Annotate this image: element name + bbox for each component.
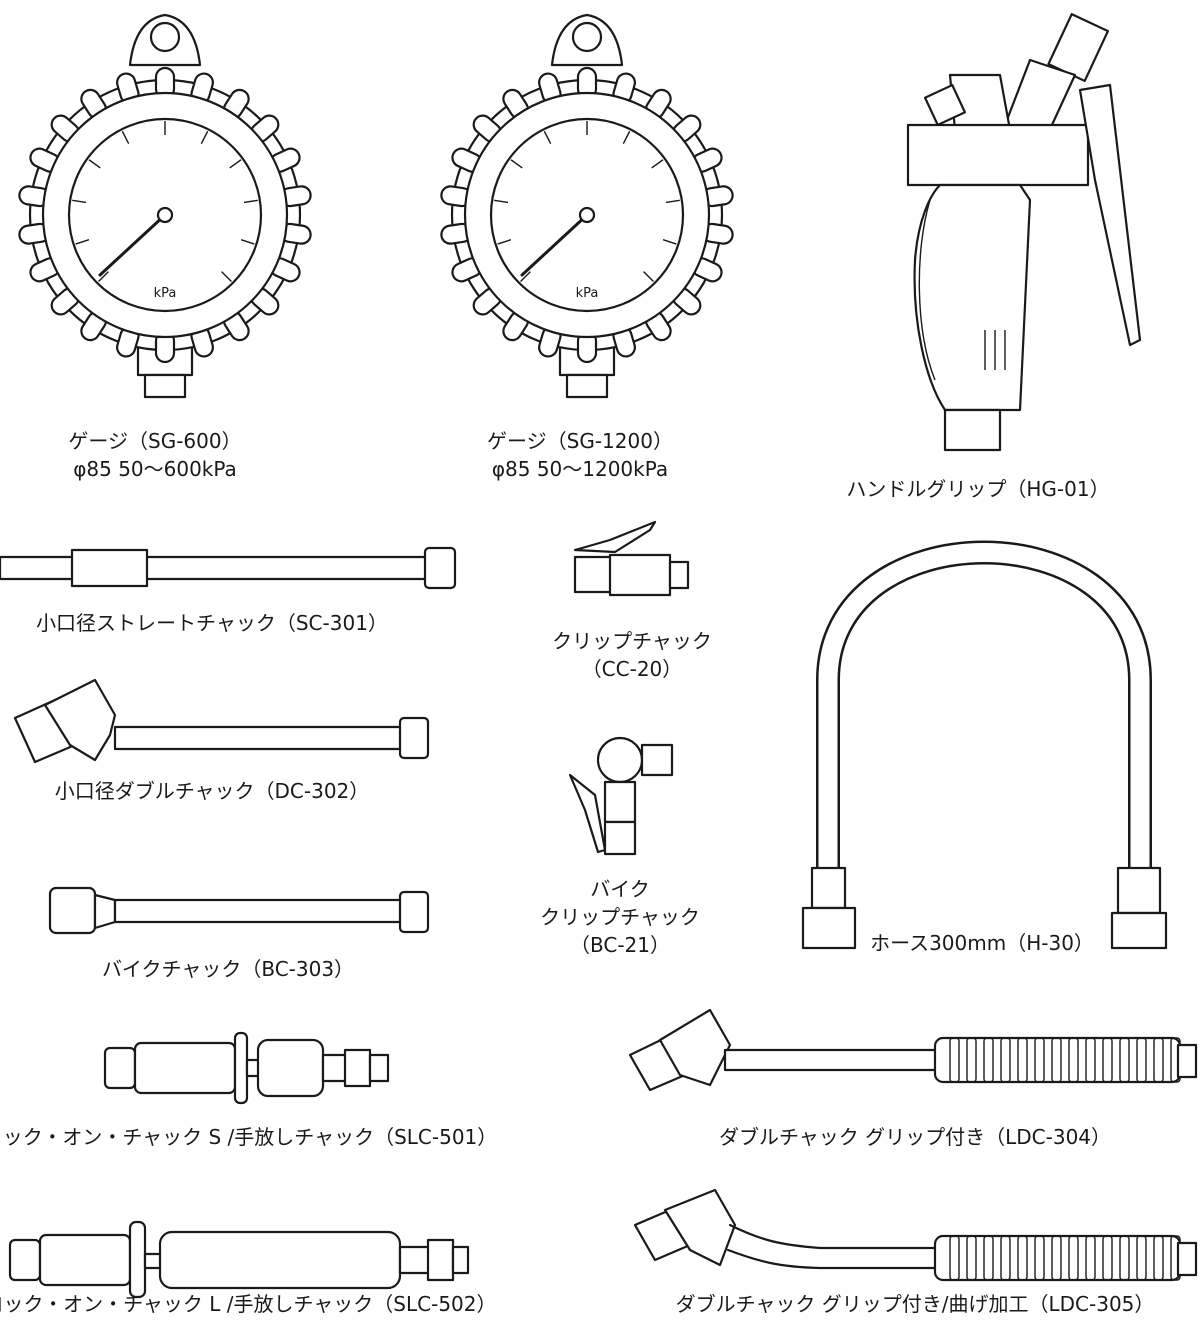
bike-clip-chuck-bc-21-drawing bbox=[568, 736, 674, 856]
label-dc-302: 小口径ダブルチャック（DC-302） bbox=[55, 779, 370, 803]
lock-on-chuck-slc-502-drawing bbox=[8, 1220, 470, 1299]
label-sc-301: 小口径ストレートチャック（SC-301） bbox=[36, 611, 388, 635]
label-h-30: ホース300mm（H-30） bbox=[870, 931, 1094, 955]
label-slc-501: ロック・オン・チャック S /手放しチャック（SLC-501） bbox=[0, 1125, 497, 1149]
gauge-unit-label: kPa bbox=[154, 286, 177, 301]
label-ldc-305: ダブルチャック グリップ付き/曲げ加工（LDC-305） bbox=[676, 1292, 1155, 1316]
lock-on-chuck-slc-501-drawing bbox=[103, 1031, 390, 1105]
handle-grip-drawing bbox=[906, 13, 1142, 452]
gauge-sg-600-drawing bbox=[18, 13, 312, 399]
label-sg-600: ゲージ（SG-600） bbox=[68, 429, 241, 453]
gauge-unit-label: kPa bbox=[576, 286, 599, 301]
spec-sg-600: φ85 50〜600kPa bbox=[73, 457, 237, 481]
label-hg-01: ハンドルグリップ（HG-01） bbox=[846, 477, 1109, 501]
label-cc-20: クリップチャック bbox=[552, 629, 712, 653]
double-chuck-grip-bent-ldc-305-drawing bbox=[633, 1188, 1198, 1282]
label-bc-303: バイクチャック（BC-303） bbox=[102, 957, 354, 981]
label-bc-21-line2: クリップチャック bbox=[540, 905, 700, 929]
label-sg-1200: ゲージ（SG-1200） bbox=[487, 429, 673, 453]
label-slc-502: ロック・オン・チャック L /手放しチャック（SLC-502） bbox=[0, 1292, 497, 1316]
code-bc-21: （BC-21） bbox=[570, 933, 670, 957]
bike-chuck-bc-303-drawing bbox=[48, 886, 430, 935]
label-ldc-304: ダブルチャック グリップ付き（LDC-304） bbox=[719, 1125, 1111, 1149]
clip-chuck-cc-20-drawing bbox=[573, 520, 690, 597]
spec-sg-1200: φ85 50〜1200kPa bbox=[492, 457, 668, 481]
label-bc-21: バイク bbox=[590, 877, 650, 901]
straight-chuck-sc-301-drawing bbox=[0, 546, 457, 590]
gauge-sg-1200-drawing bbox=[440, 13, 734, 399]
double-chuck-grip-ldc-304-drawing bbox=[628, 1008, 1198, 1092]
hose-h-30-drawing bbox=[801, 540, 1168, 950]
code-cc-20: （CC-20） bbox=[582, 657, 683, 681]
double-chuck-dc-302-drawing bbox=[13, 678, 430, 764]
